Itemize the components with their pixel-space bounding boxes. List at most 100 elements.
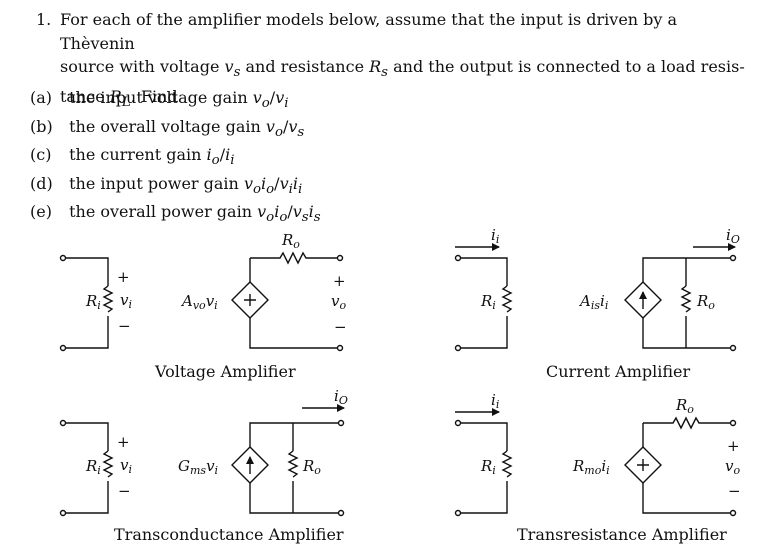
text-fragment: . Find — [130, 86, 178, 106]
resistor-ri — [102, 285, 114, 313]
vi-plus: + — [117, 433, 130, 451]
terminal — [337, 419, 345, 427]
terminal — [336, 344, 344, 352]
vo-label: vo — [331, 292, 346, 312]
current-amplifier-caption: Current Amplifier — [546, 362, 690, 381]
part-text: the current gain — [69, 145, 202, 164]
wire — [66, 481, 109, 514]
vo-plus: + — [333, 272, 346, 290]
wire — [249, 422, 338, 447]
ri-label: Ri — [480, 457, 496, 477]
wire — [461, 422, 508, 451]
transconductance-amplifier-labels: + − Ri vi Gmsvi Ro iO Transconductance A… — [85, 387, 348, 544]
resistor-ro — [680, 285, 692, 313]
problem-body: For each of the amplifier models below, … — [60, 8, 750, 114]
resistor-ro — [287, 450, 299, 478]
math-sub: s — [233, 65, 241, 81]
wire — [66, 316, 109, 349]
part-label: (e) — [30, 202, 52, 221]
terminal — [729, 254, 737, 262]
ri-label: Ri — [85, 292, 101, 312]
terminal — [59, 419, 67, 427]
vi-minus: − — [118, 482, 131, 500]
transconductance-amplifier-caption: Transconductance Amplifier — [114, 525, 344, 544]
resistor-ro — [643, 416, 730, 430]
text-fragment: source with voltage — [60, 57, 220, 76]
text-fragment: and the output is connected to a load re… — [393, 57, 745, 76]
terminal — [454, 344, 462, 352]
wire — [249, 318, 338, 349]
io-label: iO — [334, 387, 348, 407]
vi-label: vi — [120, 456, 132, 476]
vi-minus: − — [118, 317, 131, 335]
math-sub: s — [381, 65, 389, 81]
part-b: (b) the overall voltage gain vo/vs — [30, 117, 304, 140]
part-expression: voio/vsis — [257, 202, 321, 226]
voltage-amplifier-labels: + − Ri vi Avovi Ro + vo − Voltage Amplif… — [85, 231, 347, 381]
transresistance-amplifier-labels: ii Ri Rmoii Ro + vo − Transresistance Am… — [480, 391, 741, 544]
ri-label: Ri — [85, 457, 101, 477]
part-text: the overall power gain — [69, 202, 253, 221]
current-amplifier-labels: ii Ri Aisii Ro iO Current Amplifier — [480, 226, 740, 381]
terminal — [337, 509, 345, 517]
current-amplifier-diagram — [454, 243, 737, 352]
text-fragment: and resistance — [245, 57, 365, 76]
ro-label: Ro — [675, 396, 694, 416]
ro-label: Ro — [302, 457, 321, 477]
problem-number: 1. — [36, 10, 52, 29]
resistor-ro — [250, 251, 338, 265]
terminal — [729, 509, 737, 517]
wire — [461, 481, 508, 514]
problem-line-1: For each of the amplifier models below, … — [60, 10, 678, 53]
wire — [66, 257, 109, 286]
wire — [461, 257, 508, 286]
io-label: iO — [726, 226, 740, 246]
vo-label: vo — [725, 457, 740, 477]
wire — [249, 483, 338, 514]
math-Rs: R — [369, 57, 382, 76]
part-expression: voio/viii — [243, 173, 303, 197]
transconductance-amplifier-diagram — [59, 404, 345, 517]
terminal — [454, 419, 462, 427]
ro-label: Ro — [696, 292, 715, 312]
transresistance-amplifier-diagram — [454, 408, 737, 517]
terminal — [729, 344, 737, 352]
wire — [642, 483, 730, 514]
part-a: (a) the input voltage gain vo/vi — [30, 88, 289, 111]
part-text: the input power gain — [69, 173, 239, 193]
ri-label: Ri — [480, 292, 496, 312]
terminal — [336, 254, 344, 262]
vo-minus: − — [334, 318, 347, 336]
source-label: Gmsvi — [178, 457, 218, 477]
part-text: the input voltage gain — [69, 88, 248, 107]
terminal — [454, 254, 462, 262]
source-plus-icon — [244, 294, 256, 306]
resistor-ri — [102, 450, 114, 478]
math-sub: L — [121, 94, 131, 110]
wire — [642, 257, 730, 282]
problem-line-2: source with voltage vs and resistance Rs… — [60, 55, 750, 85]
ro-label: Ro — [281, 231, 300, 251]
wire — [642, 318, 730, 349]
voltage-amplifier-diagram — [59, 251, 344, 352]
part-label: (b) — [30, 116, 53, 136]
source-plus-icon — [637, 459, 649, 471]
ii-label: ii — [491, 226, 499, 246]
part-text: the overall voltage gain — [69, 116, 261, 136]
source-label: Avovi — [180, 292, 218, 312]
part-expression: io/ii — [206, 145, 235, 169]
vo-plus: + — [727, 437, 740, 455]
vo-minus: − — [728, 482, 741, 500]
part-d: (d) the input power gain voio/viii — [30, 174, 302, 197]
source-label: Rmoii — [572, 457, 610, 477]
wire — [461, 316, 508, 349]
part-label: (d) — [30, 173, 53, 193]
terminal — [729, 419, 737, 427]
text-fragment: tance — [60, 86, 105, 106]
part-expression: vo/vs — [265, 116, 305, 140]
transresistance-amplifier-caption: Transresistance Amplifier — [517, 525, 727, 544]
resistor-ri — [501, 450, 513, 478]
part-label: (a) — [30, 88, 53, 107]
voltage-amplifier-caption: Voltage Amplifier — [154, 362, 296, 381]
